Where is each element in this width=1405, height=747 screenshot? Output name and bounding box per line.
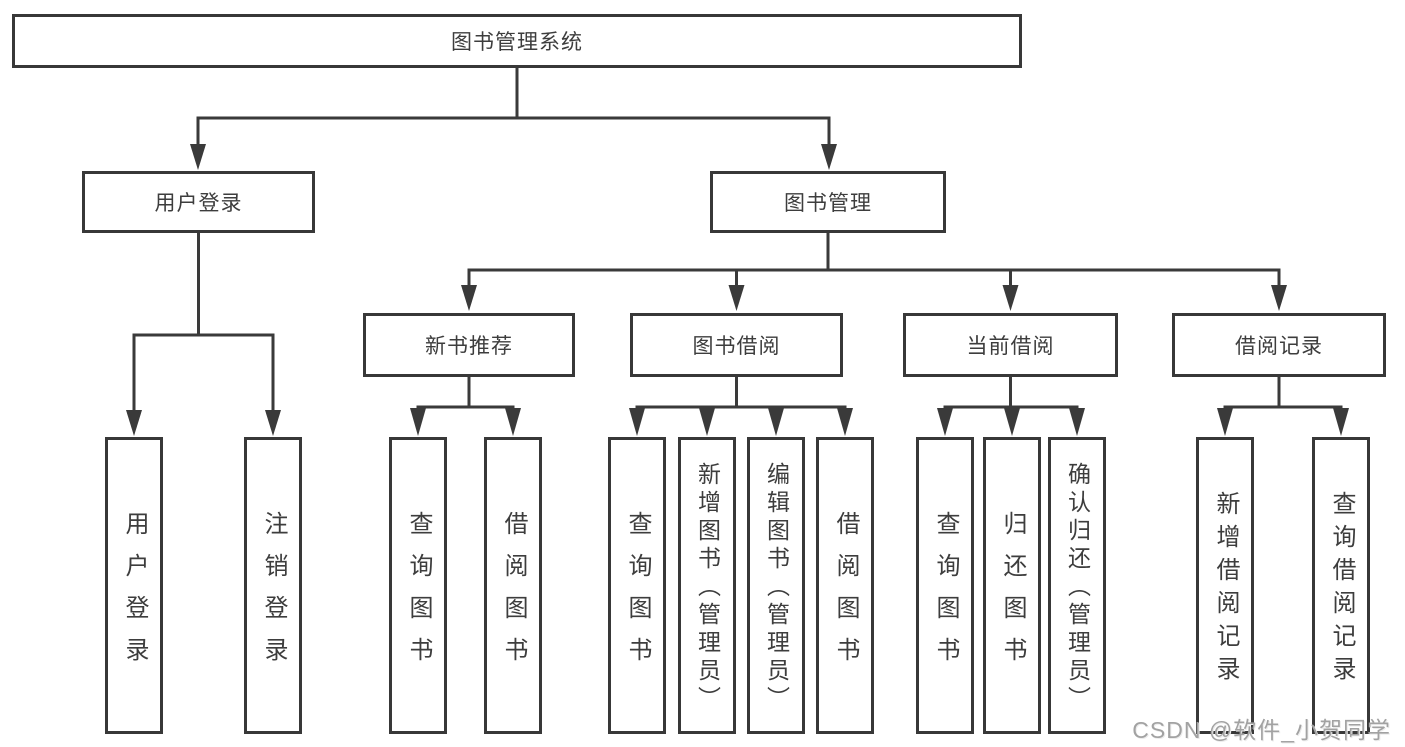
node-book-management: 图书管理 (710, 171, 946, 233)
node-label: 注销登录 (260, 510, 287, 679)
node-book-borrowing: 图书借阅 (630, 313, 843, 377)
node-leaf-borrow-books-2: 借阅图书 (816, 437, 874, 734)
node-label: 新增借阅记录 (1212, 491, 1239, 689)
node-new-book-recommend: 新书推荐 (363, 313, 575, 377)
node-label: 确认归还（管理员） (1064, 462, 1091, 714)
node-leaf-query-books-3: 查询图书 (916, 437, 974, 734)
node-leaf-user-login: 用户登录 (105, 437, 163, 734)
node-label: 借阅图书 (500, 510, 527, 679)
node-label: 编辑图书（管理员） (763, 462, 790, 714)
node-leaf-add-book-admin: 新增图书（管理员） (678, 437, 736, 734)
node-label: 图书借阅 (692, 335, 781, 358)
node-leaf-confirm-return-admin: 确认归还（管理员） (1048, 437, 1106, 734)
node-user-login-branch: 用户登录 (82, 171, 315, 233)
node-current-borrowing: 当前借阅 (903, 313, 1118, 377)
node-label: 查询借阅记录 (1328, 491, 1355, 689)
node-label: 新书推荐 (425, 335, 513, 358)
node-label: 用户登录 (121, 510, 148, 679)
node-label: 用户登录 (154, 192, 243, 215)
node-leaf-query-books-1: 查询图书 (389, 437, 447, 734)
node-leaf-borrow-books-1: 借阅图书 (484, 437, 542, 734)
watermark: CSDN @软件_小贺同学 (1132, 717, 1391, 743)
node-leaf-add-borrow-record: 新增借阅记录 (1196, 437, 1254, 734)
node-leaf-query-books-2: 查询图书 (608, 437, 666, 734)
node-leaf-query-borrow-record: 查询借阅记录 (1312, 437, 1370, 734)
node-label: 图书管理 (784, 192, 872, 215)
node-leaf-return-book: 归还图书 (983, 437, 1041, 734)
node-label: 图书管理系统 (451, 31, 583, 54)
node-label: 新增图书（管理员） (694, 462, 721, 714)
node-leaf-edit-book-admin: 编辑图书（管理员） (747, 437, 805, 734)
node-label: 查询图书 (932, 510, 959, 679)
node-label: 借阅记录 (1235, 335, 1323, 358)
node-label: 查询图书 (624, 510, 651, 679)
node-label: 查询图书 (405, 510, 432, 679)
node-leaf-logout: 注销登录 (244, 437, 302, 734)
node-label: 归还图书 (999, 510, 1026, 679)
node-label: 借阅图书 (832, 510, 859, 679)
node-borrowing-records: 借阅记录 (1172, 313, 1386, 377)
node-root: 图书管理系统 (12, 14, 1022, 68)
node-label: 当前借阅 (966, 335, 1055, 358)
